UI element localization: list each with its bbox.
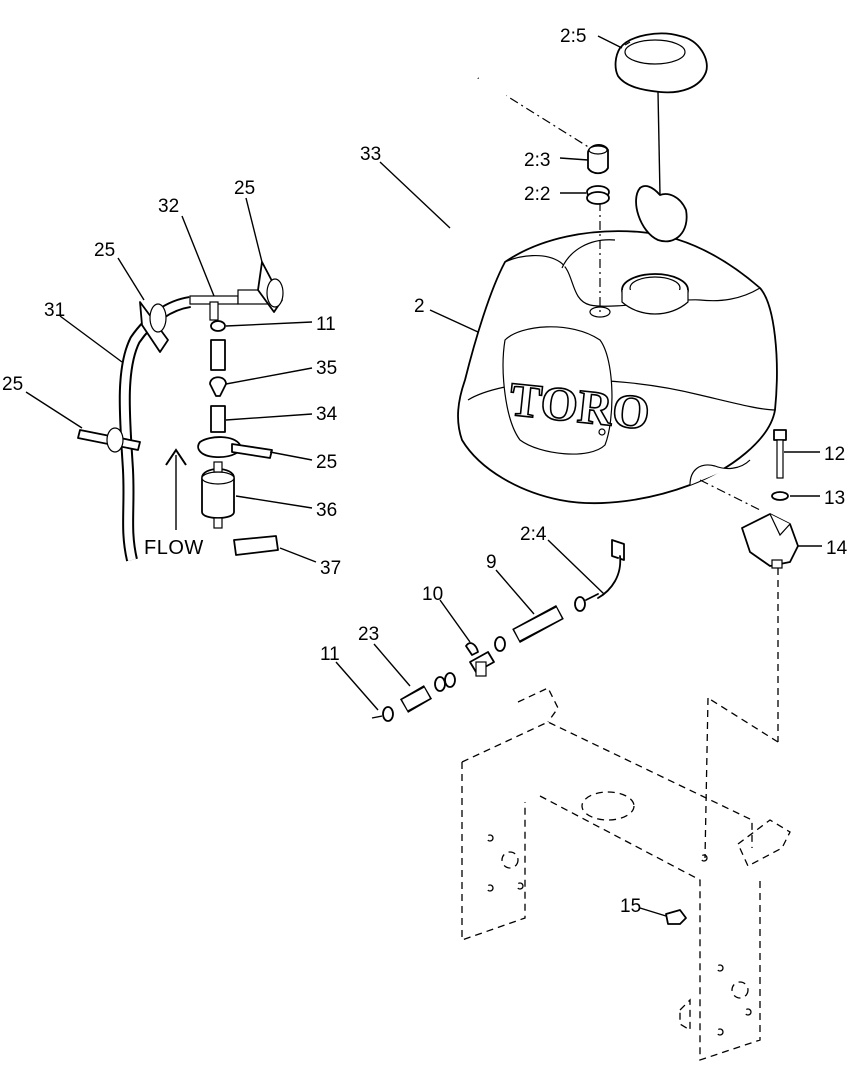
callout-37: 37 xyxy=(320,558,341,579)
callout-25-top: 25 xyxy=(234,178,255,199)
hose-clamp xyxy=(434,676,446,692)
cable-tie xyxy=(257,261,284,313)
short-hose xyxy=(210,339,226,371)
hose-clamp xyxy=(444,672,456,688)
filter-hose xyxy=(210,405,226,433)
callout-32: 32 xyxy=(158,196,179,217)
callout-31: 31 xyxy=(44,300,65,321)
hose-clamp xyxy=(210,320,226,332)
filter-label xyxy=(233,535,279,556)
vent-hose xyxy=(279,4,513,296)
fuel-line-hose-23 xyxy=(399,685,433,713)
callout-9: 9 xyxy=(486,552,497,573)
callout-23: 23 xyxy=(358,624,379,645)
tank-bracket xyxy=(741,513,799,569)
callout-12: 12 xyxy=(824,444,845,465)
callout-2-2: 2:2 xyxy=(524,184,550,205)
washer xyxy=(771,491,789,501)
callout-2-3: 2:3 xyxy=(524,150,550,171)
flow-arrow xyxy=(165,448,187,530)
flange-nut xyxy=(665,909,687,925)
fuel-tank: TORO xyxy=(457,230,778,599)
callout-36: 36 xyxy=(316,500,337,521)
callout-labels: 2:5 2:3 2:2 33 32 25 25 25 25 31 11 35 3… xyxy=(2,26,848,917)
callout-33: 33 xyxy=(360,144,381,165)
callout-13: 13 xyxy=(824,488,845,509)
mounting-frame xyxy=(461,687,791,1061)
callout-2-5: 2:5 xyxy=(560,26,586,47)
fuel-line-hose-9 xyxy=(512,604,564,644)
grommet xyxy=(586,185,610,205)
cable-tie xyxy=(197,436,273,459)
callout-25-filter-tie: 25 xyxy=(316,452,337,473)
callout-14: 14 xyxy=(826,538,848,559)
cable-tie xyxy=(77,427,141,453)
hose-clamp xyxy=(494,636,506,652)
vent-fitting xyxy=(587,144,609,175)
shutoff-valve xyxy=(465,642,495,677)
check-valve xyxy=(209,376,227,397)
hose-clamp xyxy=(382,706,394,722)
callout-11-upper: 11 xyxy=(316,314,336,335)
callout-34: 34 xyxy=(316,404,338,425)
fuel-filter xyxy=(201,461,235,529)
callout-10: 10 xyxy=(422,584,443,605)
callout-2-4: 2:4 xyxy=(520,524,547,545)
callout-35: 35 xyxy=(316,358,337,379)
callout-11-lower: 11 xyxy=(320,644,340,665)
callout-25-left: 25 xyxy=(94,240,115,261)
leader-lines xyxy=(25,35,822,917)
flow-label: FLOW xyxy=(144,537,204,559)
callout-2: 2 xyxy=(414,296,425,317)
bolt xyxy=(773,429,787,479)
callout-25-far-left: 25 xyxy=(2,374,23,395)
hose-clamp xyxy=(574,596,586,612)
callout-15: 15 xyxy=(620,896,641,917)
fuel-cap xyxy=(614,32,708,243)
cable-tie xyxy=(139,301,169,353)
